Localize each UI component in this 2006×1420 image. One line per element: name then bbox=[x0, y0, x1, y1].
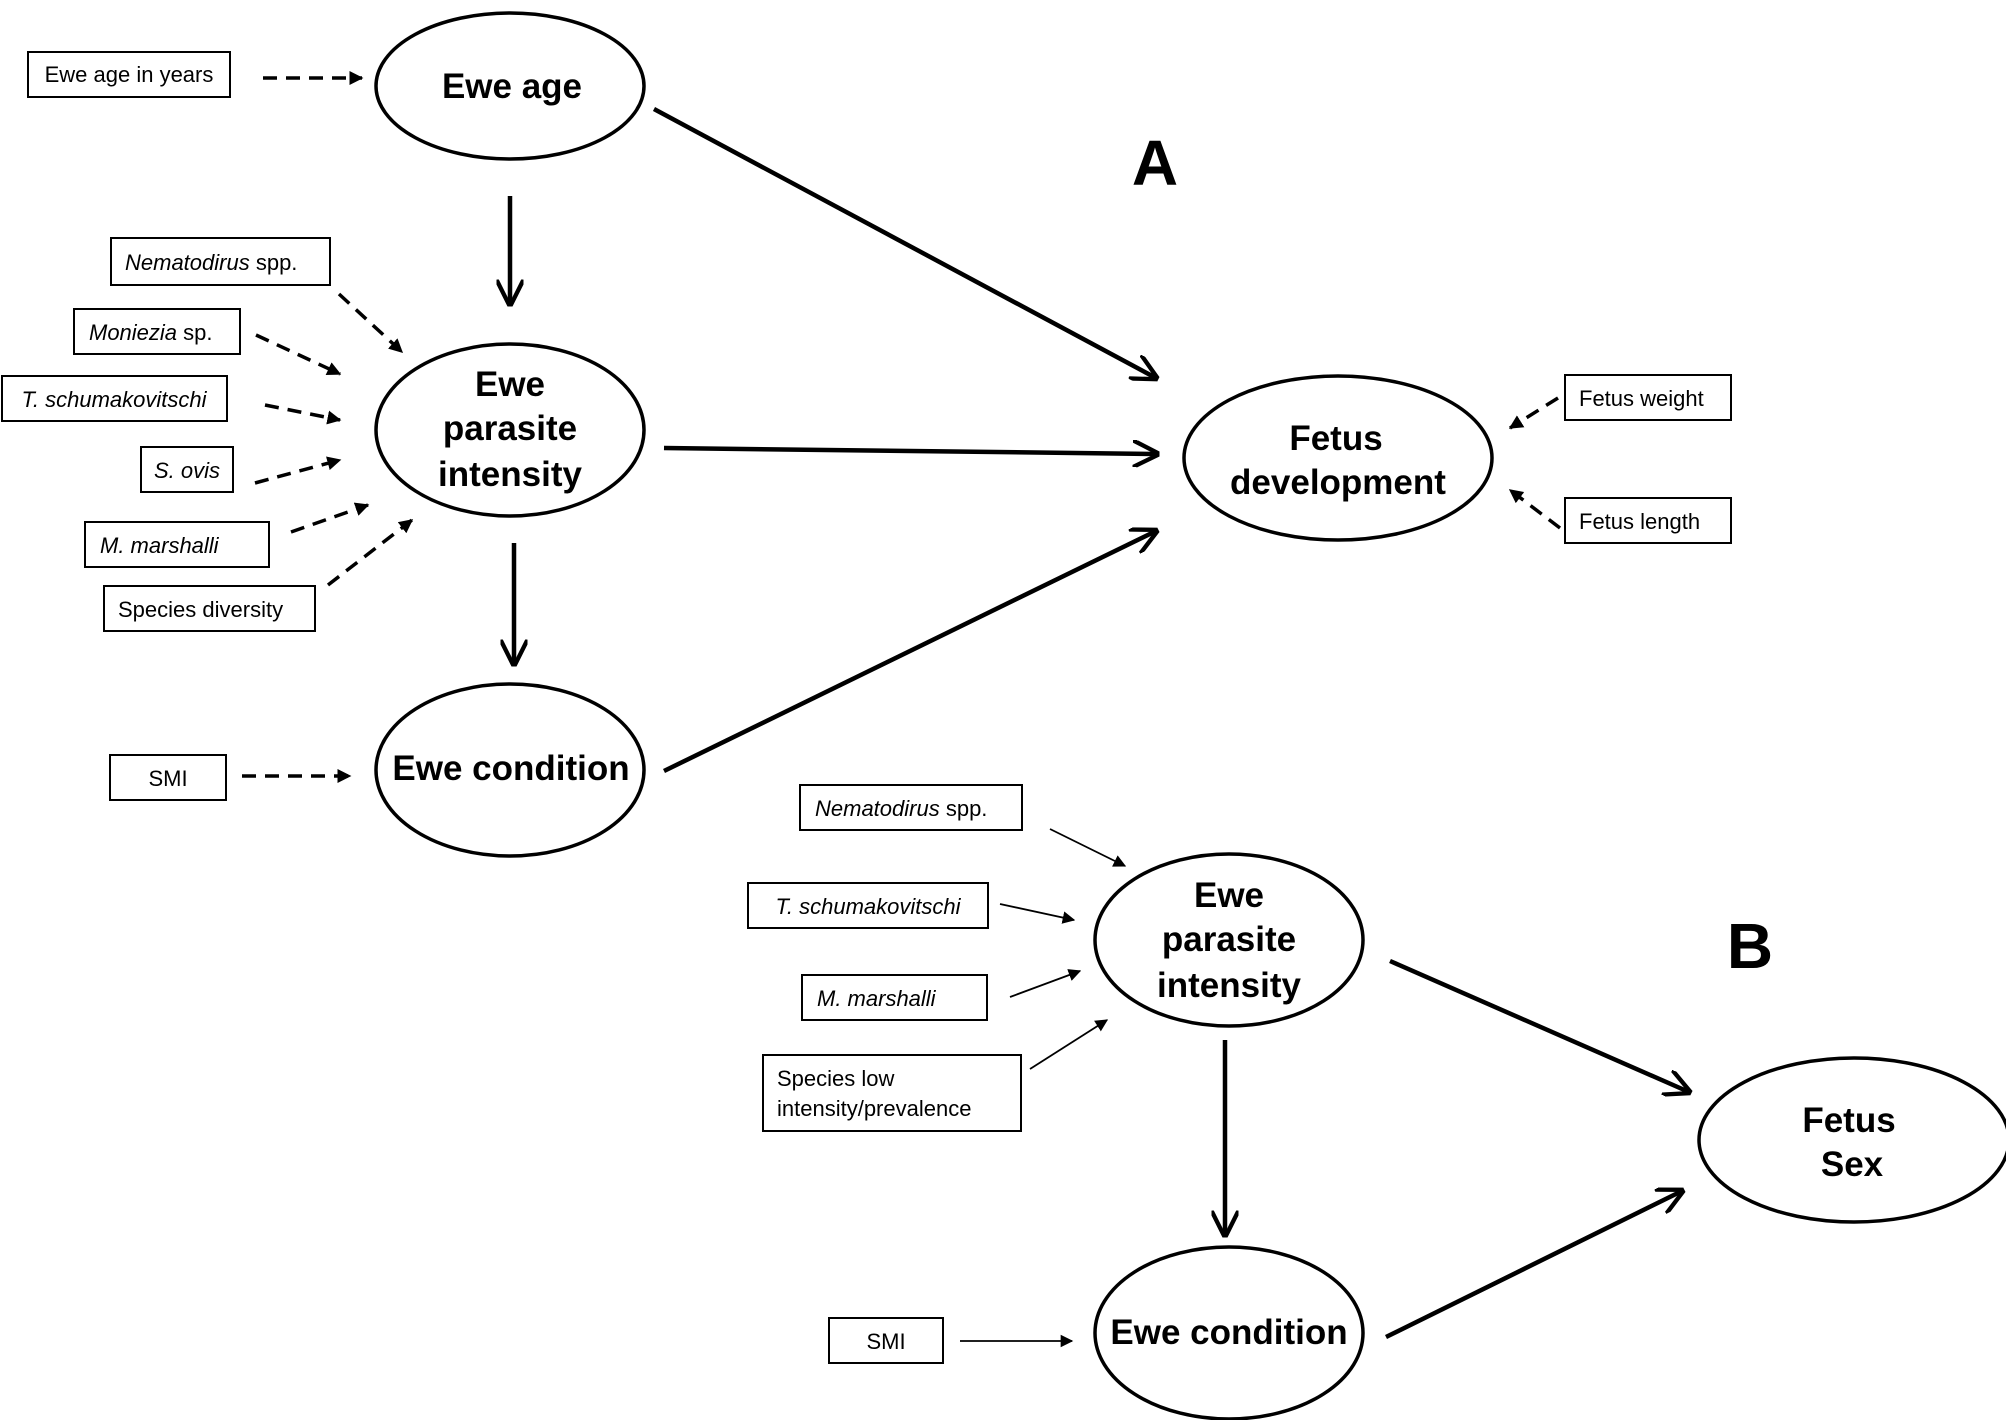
svg-text:T. schumakovitschi: T. schumakovitschi bbox=[21, 387, 207, 412]
path-condition-to-fetus bbox=[663, 531, 1156, 774]
svg-text:Nematodirus spp.: Nematodirus spp. bbox=[815, 796, 987, 821]
node-parasite-intensity-b-ellipse bbox=[1093, 852, 1365, 1028]
node-fetus-dev-label-2: development bbox=[1230, 463, 1446, 502]
measure-t-schumakovitschi-b bbox=[999, 903, 1076, 924]
path-parasite-to-sex bbox=[1389, 958, 1689, 1092]
indicator-s-ovis: S. ovis bbox=[140, 446, 234, 493]
svg-text:Nematodirus spp.: Nematodirus spp. bbox=[125, 250, 297, 275]
nematodirus-b-genus: Nematodirus bbox=[815, 796, 940, 821]
node-ewe-condition-b: Ewe condition bbox=[1093, 1245, 1365, 1420]
node-parasite-intensity-ellipse bbox=[374, 342, 646, 518]
svg-text:Fetus weight: Fetus weight bbox=[1579, 386, 1704, 411]
indicator-t-schumakovitschi-a: T. schumakovitschi bbox=[1, 375, 228, 422]
panel-label-b: B bbox=[1727, 910, 1773, 982]
node-parasite-label-3: intensity bbox=[438, 455, 582, 494]
nematodirus-suffix: spp. bbox=[250, 250, 298, 275]
node-parasite-intensity: Ewe parasite intensity bbox=[374, 342, 646, 518]
svg-text:T. schumakovitschi: T. schumakovitschi bbox=[775, 894, 961, 919]
indicator-fetus-length: Fetus length bbox=[1564, 497, 1732, 544]
measure-fetus-weight bbox=[1508, 396, 1559, 430]
indicator-m-marshalli-b: M. marshalli bbox=[801, 974, 988, 1021]
svg-text:intensity/prevalence: intensity/prevalence bbox=[777, 1096, 971, 1121]
svg-text:M. marshalli: M. marshalli bbox=[100, 533, 220, 558]
measure-species-low bbox=[1029, 1019, 1109, 1070]
node-ewe-condition-b-ellipse bbox=[1093, 1245, 1365, 1420]
node-parasite-intensity-b: Ewe parasite intensity bbox=[1093, 852, 1365, 1028]
node-ewe-condition-b-label: Ewe condition bbox=[1110, 1313, 1347, 1352]
indicator-fetus-weight: Fetus weight bbox=[1564, 374, 1732, 421]
measure-fetus-length bbox=[1508, 488, 1562, 530]
path-age-to-fetus bbox=[652, 107, 1156, 378]
measure-moniezia bbox=[255, 333, 342, 376]
svg-text:Ewe age in years: Ewe age in years bbox=[45, 62, 214, 87]
measure-m-marshalli-b bbox=[1009, 969, 1082, 998]
node-fetus-sex-label-2: Sex bbox=[1821, 1145, 1884, 1184]
svg-text:M. marshalli: M. marshalli bbox=[817, 986, 937, 1011]
node-fetus-sex-ellipse bbox=[1697, 1056, 2006, 1224]
indicator-m-marshalli-a: M. marshalli bbox=[84, 521, 270, 568]
node-fetus-development: Fetus development bbox=[1182, 374, 1494, 542]
indicator-moniezia: Moniezia sp. bbox=[73, 308, 241, 355]
node-ewe-age-label: Ewe age bbox=[442, 67, 582, 106]
indicator-smi-b: SMI bbox=[828, 1317, 944, 1364]
path-condition-to-sex bbox=[1385, 1191, 1682, 1340]
measure-m-marshalli bbox=[290, 502, 370, 534]
svg-text:SMI: SMI bbox=[148, 766, 187, 791]
measure-nematodirus-b bbox=[1049, 828, 1127, 867]
node-parasite-b-label-2: parasite bbox=[1162, 920, 1296, 959]
indicator-t-schumakovitschi-b: T. schumakovitschi bbox=[747, 882, 989, 929]
moniezia-genus: Moniezia bbox=[89, 320, 177, 345]
panel-b: B Ewe parasite intensity Ewe condition F… bbox=[747, 784, 2006, 1420]
measure-s-ovis bbox=[254, 456, 342, 485]
node-ewe-age: Ewe age bbox=[374, 11, 646, 161]
svg-text:Species low: Species low bbox=[777, 1066, 895, 1091]
node-parasite-label-2: parasite bbox=[443, 409, 577, 448]
panel-a: A Ewe age Ewe parasite intensity Ewe con… bbox=[1, 11, 1732, 858]
svg-text:Species diversity: Species diversity bbox=[118, 597, 283, 622]
indicator-species-diversity: Species diversity bbox=[103, 585, 316, 632]
path-parasite-to-fetus bbox=[663, 448, 1157, 454]
node-ewe-age-ellipse bbox=[374, 11, 646, 161]
indicator-nematodirus-a: Nematodirus spp. bbox=[110, 237, 331, 286]
node-parasite-b-label-1: Ewe bbox=[1194, 876, 1264, 915]
node-parasite-label-1: Ewe bbox=[475, 365, 545, 404]
indicator-smi-a: SMI bbox=[109, 754, 227, 801]
indicator-species-low: Species low intensity/prevalence bbox=[762, 1054, 1022, 1132]
measure-species-diversity bbox=[326, 518, 414, 587]
svg-text:S. ovis: S. ovis bbox=[154, 458, 220, 483]
svg-text:SMI: SMI bbox=[866, 1329, 905, 1354]
node-fetus-dev-label-1: Fetus bbox=[1289, 419, 1382, 458]
node-ewe-condition-label: Ewe condition bbox=[392, 749, 629, 788]
node-fetus-development-ellipse bbox=[1182, 374, 1494, 542]
node-ewe-condition-ellipse bbox=[374, 682, 646, 858]
measure-t-schumakovitschi bbox=[264, 403, 342, 425]
moniezia-suffix: sp. bbox=[177, 320, 212, 345]
node-parasite-b-label-3: intensity bbox=[1157, 966, 1301, 1005]
nematodirus-genus: Nematodirus bbox=[125, 250, 250, 275]
node-fetus-sex-label-1: Fetus bbox=[1802, 1101, 1895, 1140]
node-fetus-sex: Fetus Sex bbox=[1697, 1056, 2006, 1224]
indicator-nematodirus-b: Nematodirus spp. bbox=[799, 784, 1023, 831]
svg-text:Moniezia sp.: Moniezia sp. bbox=[89, 320, 213, 345]
nematodirus-b-suffix: spp. bbox=[940, 796, 988, 821]
indicator-ewe-age-years: Ewe age in years bbox=[27, 51, 231, 98]
node-ewe-condition: Ewe condition bbox=[374, 682, 646, 858]
svg-text:Fetus length: Fetus length bbox=[1579, 509, 1700, 534]
measure-nematodirus bbox=[337, 292, 404, 354]
panel-label-a: A bbox=[1132, 127, 1178, 199]
